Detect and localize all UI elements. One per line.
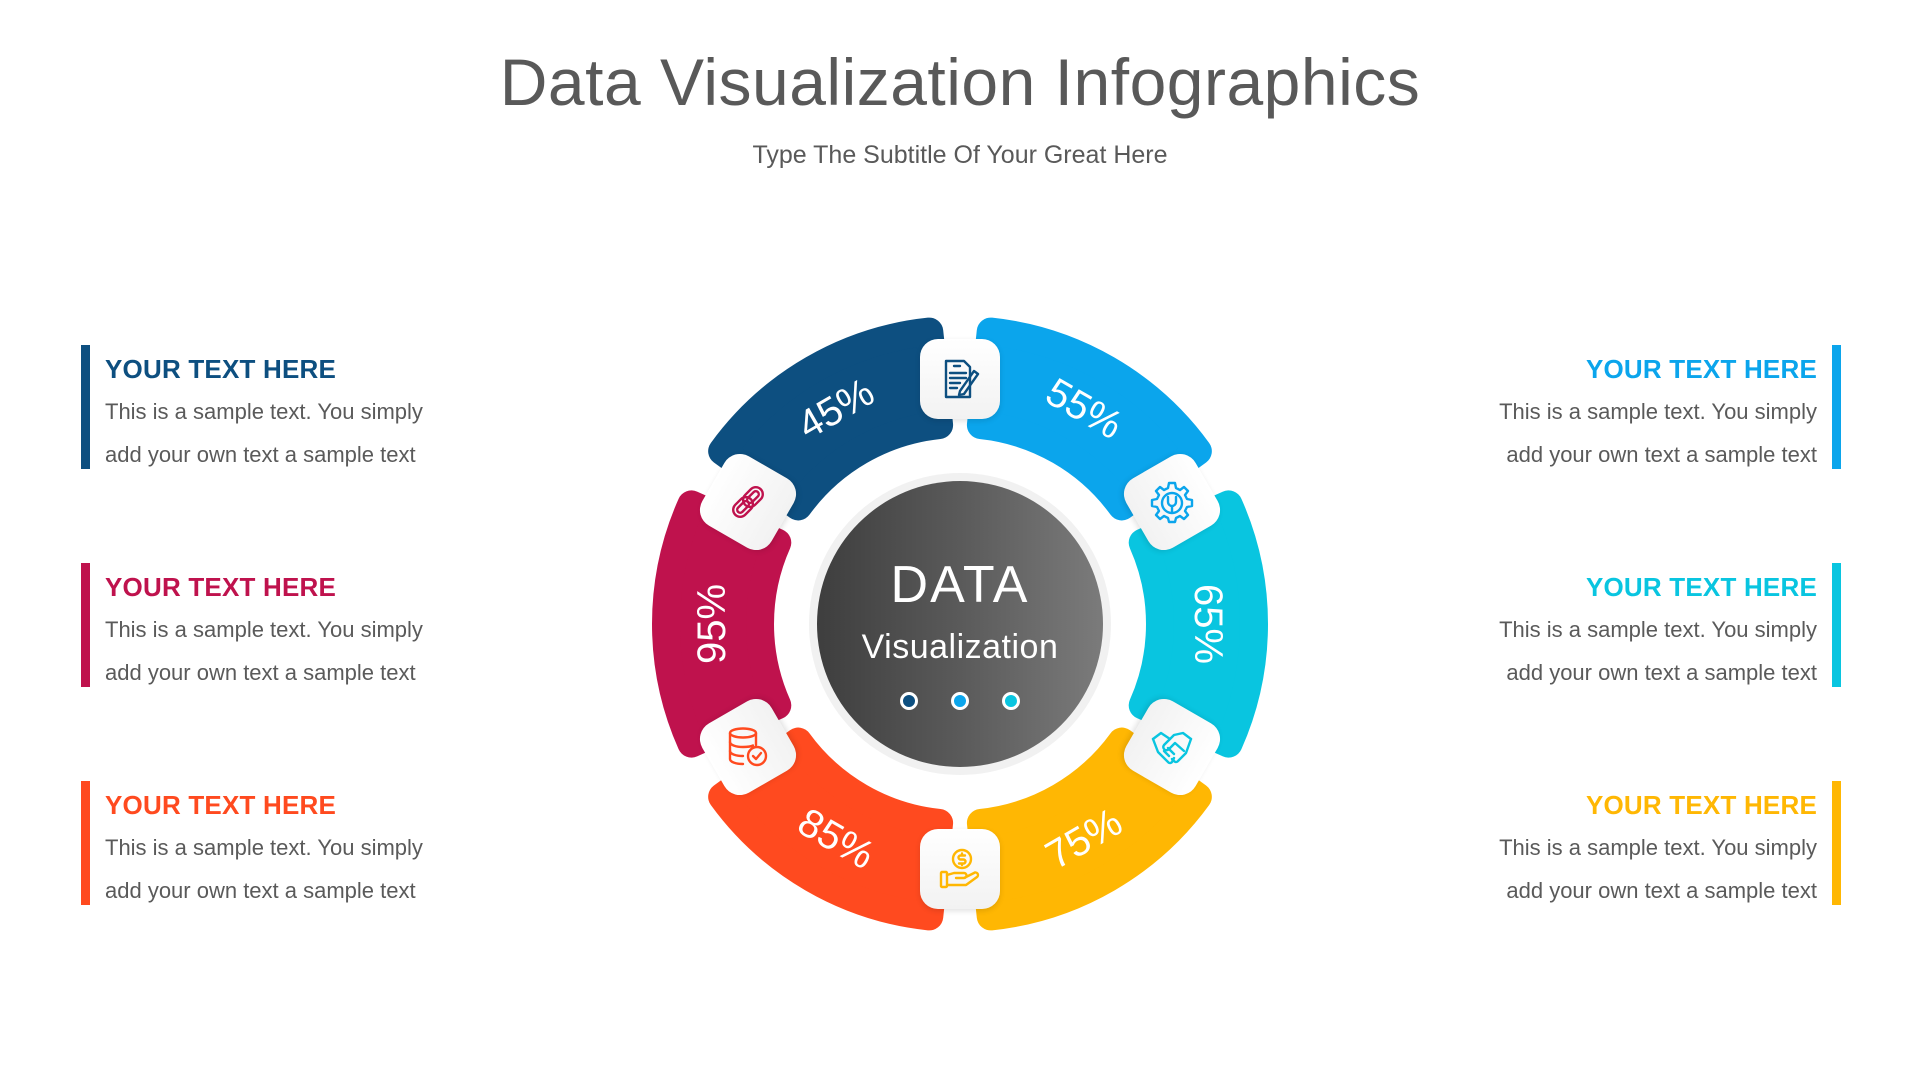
ring-segment — [1128, 490, 1268, 758]
block-body-line: This is a sample text. You simply — [105, 399, 423, 424]
block-heading: YOUR TEXT HERE — [105, 790, 337, 820]
link-icon — [731, 485, 764, 518]
block-heading: YOUR TEXT HERE — [1585, 572, 1817, 602]
block-body-line: This is a sample text. You simply — [1499, 399, 1817, 424]
gear-wrench-icon-box — [1117, 446, 1227, 557]
block-body-line: add your own text a sample text — [105, 442, 416, 467]
text-block-left-2: YOUR TEXT HERE This is a sample text. Yo… — [81, 563, 501, 687]
text-block-right-1: YOUR TEXT HERE This is a sample text. Yo… — [1421, 345, 1841, 469]
block-body-line: add your own text a sample text — [1506, 878, 1817, 903]
ring-segment — [708, 727, 954, 931]
accent-bar — [81, 345, 90, 469]
accent-bar — [81, 563, 90, 687]
ring-segment — [652, 490, 792, 758]
page-subtitle: Type The Subtitle Of Your Great Here — [752, 141, 1168, 169]
money-hand-icon — [939, 848, 980, 889]
block-body-line: add your own text a sample text — [1506, 660, 1817, 685]
document-edit-icon — [944, 359, 980, 399]
ring-segment — [966, 727, 1212, 931]
center-dots — [817, 692, 1103, 710]
block-body-line: add your own text a sample text — [1506, 442, 1817, 467]
block-body-line: This is a sample text. You simply — [105, 835, 423, 860]
ring-segment — [966, 317, 1212, 521]
center-title: DATA — [890, 556, 1030, 614]
block-body: This is a sample text. You simply add yo… — [1417, 390, 1817, 476]
block-body-line: This is a sample text. You simply — [1499, 617, 1817, 642]
block-heading: YOUR TEXT HERE — [105, 354, 337, 384]
block-body-line: This is a sample text. You simply — [105, 617, 423, 642]
accent-bar — [81, 781, 90, 905]
block-body: This is a sample text. You simply add yo… — [1417, 826, 1817, 912]
block-body: This is a sample text. You simply add yo… — [1417, 608, 1817, 694]
block-body-line: This is a sample text. You simply — [1499, 835, 1817, 860]
database-check-icon — [728, 726, 768, 766]
document-edit-icon-box — [920, 339, 1000, 419]
percent-label: 65% — [1186, 583, 1230, 665]
percent-label: 95% — [690, 583, 734, 665]
handshake-icon — [1151, 731, 1193, 764]
block-heading: YOUR TEXT HERE — [1585, 790, 1817, 820]
dot-indicator — [1002, 692, 1020, 710]
text-block-left-1: YOUR TEXT HERE This is a sample text. Yo… — [81, 345, 501, 469]
accent-bar — [1832, 781, 1841, 905]
center-circle: DATA Visualization — [817, 481, 1103, 767]
money-hand-icon-box — [920, 829, 1000, 909]
accent-bar — [1832, 345, 1841, 469]
database-check-icon-box — [693, 691, 803, 802]
block-body: This is a sample text. You simply add yo… — [105, 826, 505, 912]
handshake-icon-box — [1117, 691, 1227, 802]
text-block-left-3: YOUR TEXT HERE This is a sample text. Yo… — [81, 781, 501, 905]
center-circle-border: DATA Visualization — [809, 473, 1111, 775]
block-body: This is a sample text. You simply add yo… — [105, 608, 505, 694]
block-heading: YOUR TEXT HERE — [1585, 354, 1817, 384]
block-body-line: add your own text a sample text — [105, 878, 416, 903]
page-title: Data Visualization Infographics — [499, 45, 1421, 119]
text-block-right-2: YOUR TEXT HERE This is a sample text. Yo… — [1421, 563, 1841, 687]
dot-indicator — [900, 692, 918, 710]
dot-indicator — [951, 692, 969, 710]
center-subtitle: Visualization — [861, 628, 1059, 666]
block-heading: YOUR TEXT HERE — [105, 572, 337, 602]
ring-segment — [708, 317, 954, 521]
link-icon-box — [693, 446, 803, 557]
text-block-right-3: YOUR TEXT HERE This is a sample text. Yo… — [1421, 781, 1841, 905]
gear-wrench-icon — [1150, 481, 1194, 523]
accent-bar — [1832, 563, 1841, 687]
block-body: This is a sample text. You simply add yo… — [105, 390, 505, 476]
block-body-line: add your own text a sample text — [105, 660, 416, 685]
